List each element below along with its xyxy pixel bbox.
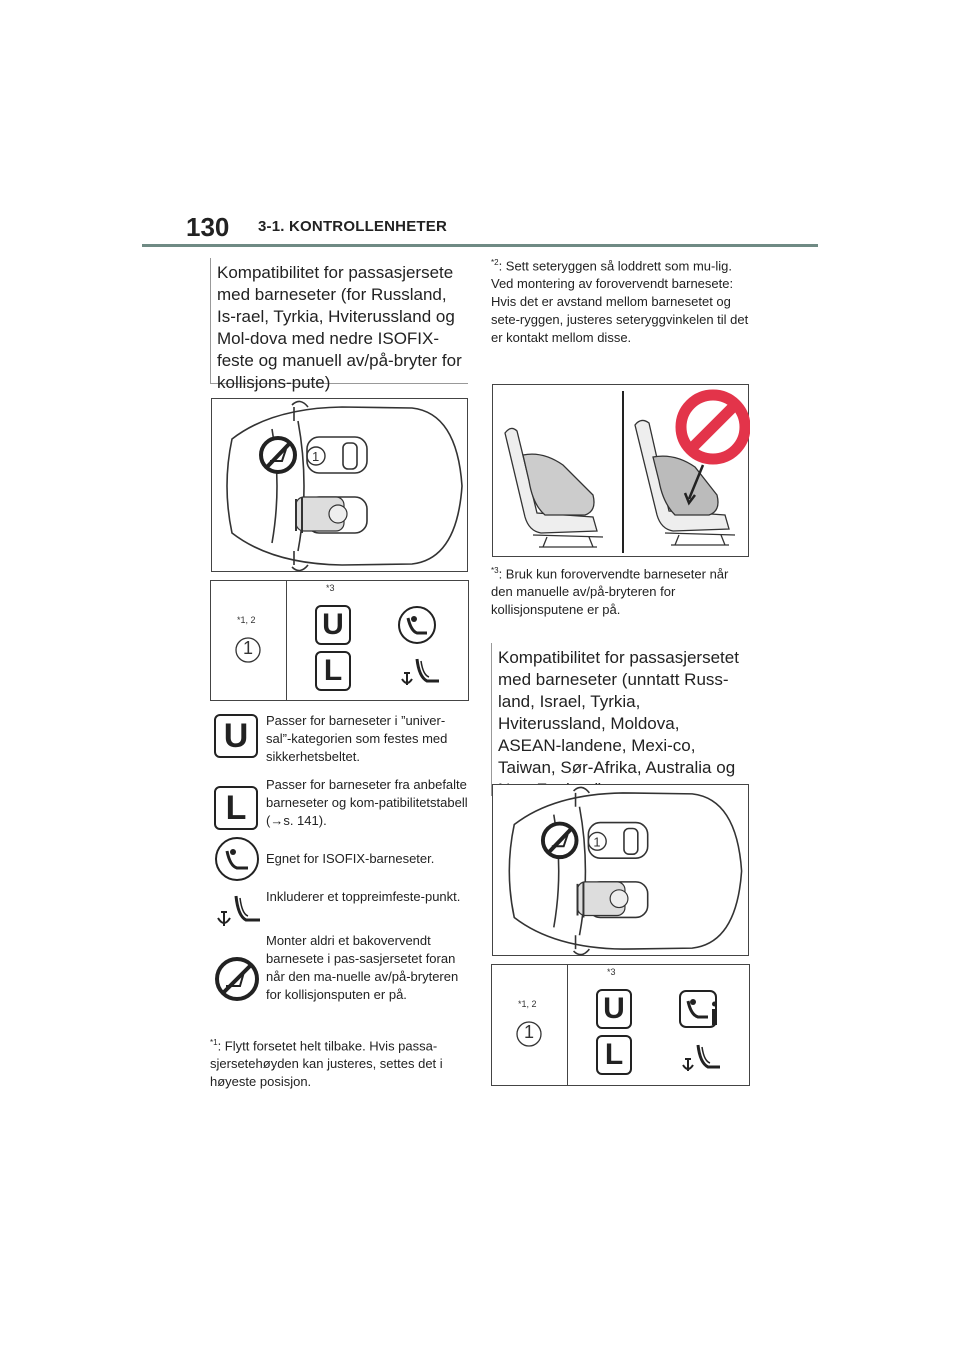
note-label-3: *3 — [326, 583, 335, 593]
correct-seat-figure — [504, 427, 604, 548]
svg-text:1: 1 — [593, 834, 600, 849]
legend-text-no-rear-facing: Monter aldri et bakovervendt barnesete i… — [266, 933, 459, 1002]
chapter-title: 3-1. KONTROLLENHETER — [258, 218, 448, 235]
legend-text-isofix: Egnet for ISOFIX-barneseter. — [266, 851, 435, 866]
seat-number: 1 — [524, 1022, 535, 1042]
footnote-2-text: : Sett seteryggen så loddrett som mu-lig… — [491, 258, 749, 346]
top-tether-anchor-icon — [401, 658, 439, 685]
legend-text-universal: Passer for barneseter i ”univer-sal”-kat… — [266, 713, 448, 764]
seat-number-icon — [235, 637, 261, 663]
section-heading-left: Kompatibilitet for passasjersete med bar… — [210, 258, 468, 392]
universal-u-icon: U — [315, 605, 351, 645]
child-seat-figure — [295, 496, 348, 533]
no-rear-facing-seat-icon — [540, 821, 579, 860]
footnote-1-text: : Flytt forsetet helt tilbake. Hvis pass… — [210, 1038, 443, 1090]
top-tether-anchor-icon — [682, 1044, 720, 1071]
universal-u-icon: U — [214, 714, 258, 758]
seat-number-icon — [516, 1021, 542, 1047]
limited-l-icon: L — [596, 1035, 632, 1075]
legend-text-tether: Inkluderer et toppreimfeste-punkt. — [266, 889, 461, 904]
limited-l-icon: L — [214, 786, 258, 830]
note-label-1-2: *1, 2 — [518, 999, 537, 1009]
table-divider — [286, 581, 287, 700]
page-number: 130 — [186, 212, 230, 242]
table-divider — [567, 965, 568, 1085]
compatibility-table-left: *1, 2 *3 1 U L — [210, 580, 469, 701]
car-outline-icon: 1 — [226, 400, 463, 572]
car-outline-icon: 1 — [508, 786, 743, 956]
seatback-angle-illustration — [492, 384, 751, 557]
top-tether-anchor-icon — [217, 895, 260, 926]
child-seat-figure — [576, 881, 629, 918]
no-rear-facing-seat-icon — [215, 957, 259, 1001]
prohibition-icon — [675, 389, 751, 465]
car-top-view-diagram: 1 — [492, 784, 749, 956]
seat-number: 1 — [243, 638, 254, 658]
note-label-1-2: *1, 2 — [237, 615, 256, 625]
limited-l-icon: L — [315, 651, 351, 691]
isofix-seat-with-info-icon — [679, 990, 717, 1028]
header-rule — [142, 244, 818, 247]
footnote-1-mark: *1 — [210, 1038, 218, 1047]
note-label-3: *3 — [607, 967, 616, 977]
seat-number-badge — [306, 446, 326, 466]
universal-u-icon: U — [596, 989, 632, 1029]
seat-number-badge — [587, 831, 607, 851]
footnote-2: *2: Sett seteryggen så loddrett som mu-l… — [491, 254, 749, 347]
no-rear-facing-seat-icon — [259, 436, 297, 474]
footnote-3: *3: Bruk kun forovervendte barneseter nå… — [491, 562, 749, 619]
compatibility-table-right: *1, 2 *3 1 U L — [491, 964, 750, 1086]
footnote-1: *1: Flytt forsetet helt tilbake. Hvis pa… — [210, 1034, 468, 1091]
isofix-seat-icon — [215, 837, 259, 881]
isofix-seat-icon — [398, 606, 436, 644]
car-top-view-diagram: 1 — [211, 398, 468, 572]
footnote-3-mark: *3 — [491, 566, 499, 575]
footnote-3-text: : Bruk kun forovervendte barneseter når … — [491, 566, 729, 618]
footnote-2-mark: *2 — [491, 258, 499, 267]
section-heading-right: Kompatibilitet for passasjersetet med ba… — [491, 643, 749, 799]
incorrect-seat-figure — [634, 419, 736, 546]
legend-text-limited: Passer for barneseter fra anbefalte barn… — [266, 777, 468, 828]
svg-text:1: 1 — [312, 449, 319, 464]
